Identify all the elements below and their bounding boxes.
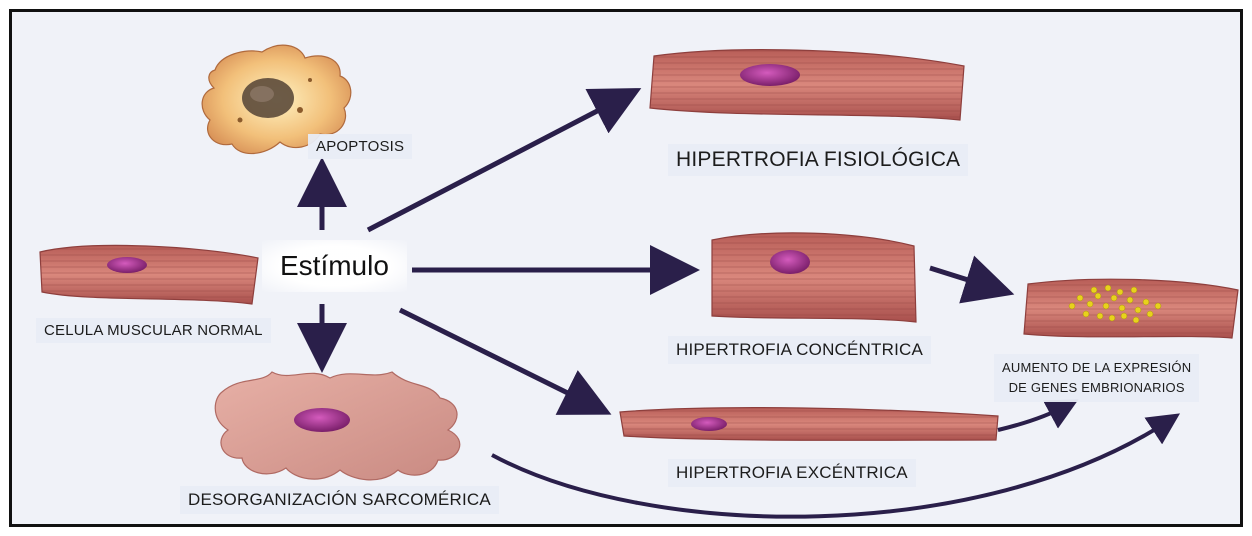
stimulus-label: Estímulo (262, 240, 407, 292)
arrow-concentric-to-embryonic (930, 268, 1000, 290)
arrow-to-physiologic (368, 95, 628, 230)
disorganization-label: DESORGANIZACIÓN SARCOMÉRICA (180, 486, 499, 514)
apoptosis-label: APOPTOSIS (308, 134, 412, 159)
physiologic-hypertrophy-label: HIPERTROFIA FISIOLÓGICA (668, 144, 968, 176)
concentric-hypertrophy-cell (712, 233, 916, 322)
embryonic-genes-label-line1: AUMENTO DE LA EXPRESIÓN (1002, 358, 1191, 378)
embryonic-genes-label-line2: DE GENES EMBRIONARIOS (1002, 378, 1191, 398)
normal-cell-label: CELULA MUSCULAR NORMAL (36, 318, 271, 343)
embryonic-genes-label: AUMENTO DE LA EXPRESIÓN DE GENES EMBRION… (994, 354, 1199, 402)
disorganized-cell (215, 372, 460, 480)
eccentric-hypertrophy-cell (620, 408, 998, 441)
physiologic-hypertrophy-cell (650, 50, 964, 120)
embryonic-gene-cell (1024, 279, 1238, 338)
eccentric-hypertrophy-label: HIPERTROFIA EXCÉNTRICA (668, 459, 916, 487)
concentric-hypertrophy-label: HIPERTROFIA CONCÉNTRICA (668, 336, 931, 364)
arrow-eccentric-to-embryonic (998, 405, 1068, 430)
normal-cell (40, 245, 258, 304)
